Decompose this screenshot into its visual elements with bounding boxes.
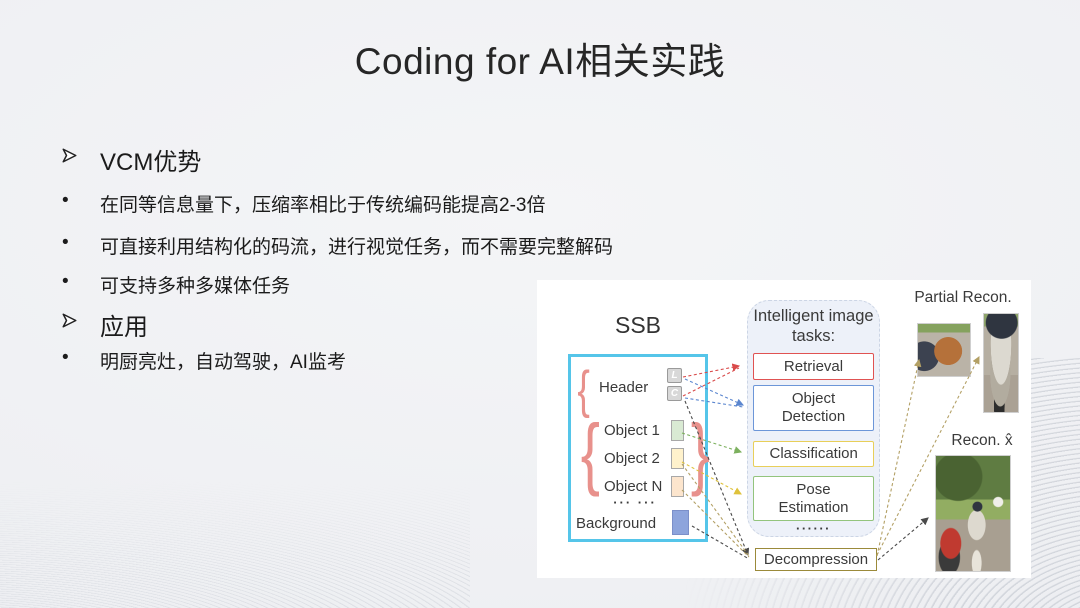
header-chunk-l: L	[667, 368, 682, 383]
task-classification: Classification	[753, 441, 874, 467]
decorative-wave-pattern-left	[0, 468, 470, 608]
bullet-applications: 应用	[62, 307, 148, 342]
bullet-vcm-advantages: VCM优势	[62, 142, 201, 177]
arrow-bullet-icon	[62, 307, 100, 335]
bullet-text: 明厨亮灶，自动驾驶，AI监考	[100, 352, 346, 373]
task-retrieval: Retrieval	[753, 353, 874, 380]
bullet-structured-bitstream: • 可直接利用结构化的码流，进行视觉任务，而不需要完整解码	[62, 232, 613, 259]
arrow-bullet-icon	[62, 142, 100, 170]
ssb-bitstream-box: { Header L C { } Object 1 Object 2 Objec…	[568, 354, 710, 542]
tasks-panel-title: Intelligent image tasks:	[753, 307, 874, 345]
bullet-text: 可直接利用结构化的码流，进行视觉任务，而不需要完整解码	[100, 237, 614, 258]
bullet-text: 应用	[100, 314, 148, 341]
recon-label: Recon. x̂	[951, 432, 1013, 449]
bullet-application-examples: • 明厨亮灶，自动驾驶，AI监考	[62, 347, 346, 374]
object-n-chunk	[671, 476, 684, 497]
task-object-detection: Object Detection	[753, 385, 874, 431]
bullet-multimedia-tasks: • 可支持多种多媒体任务	[62, 271, 290, 298]
slide-title: Coding for AI相关实践	[354, 41, 726, 82]
header-brace: {	[577, 361, 590, 419]
object-1-chunk	[671, 420, 684, 441]
object-2-label: Object 2	[604, 450, 660, 467]
ssb-label: SSB	[614, 312, 662, 338]
tasks-ellipsis: ······	[796, 521, 831, 536]
header-chunk-c: C	[667, 386, 682, 401]
object-n-label: Object N	[604, 478, 663, 495]
object-2-chunk	[671, 448, 684, 469]
header-label: Header	[599, 379, 649, 396]
recon-image-full-scene	[935, 455, 1011, 572]
task-pose-estimation: Pose Estimation	[753, 476, 874, 521]
bullet-text: 在同等信息量下，压缩率相比于传统编码能提高2-3倍	[100, 195, 546, 216]
partial-recon-image-glove	[917, 323, 971, 377]
dot-bullet: •	[62, 232, 69, 253]
bullet-compression-rate: • 在同等信息量下，压缩率相比于传统编码能提高2-3倍	[62, 190, 545, 217]
vcm-diagram-panel: SSB { Header L C { } Object 1 Object 2 O…	[537, 280, 1031, 578]
task-decompression: Decompression	[755, 548, 877, 571]
objects-brace-close: }	[690, 408, 710, 497]
dot-bullet: •	[62, 190, 69, 211]
objects-ellipsis: ··· ···	[613, 495, 657, 510]
background-chunk	[672, 510, 689, 535]
dot-bullet: •	[62, 271, 69, 292]
intelligent-tasks-panel: Intelligent image tasks: Retrieval Objec…	[747, 300, 880, 537]
partial-recon-label: Partial Recon.	[914, 289, 1012, 306]
objects-brace-open: {	[580, 408, 600, 497]
bullet-text: VCM优势	[100, 149, 202, 176]
object-1-label: Object 1	[604, 422, 660, 439]
partial-recon-image-batter	[983, 313, 1019, 413]
bullet-text: 可支持多种多媒体任务	[100, 276, 291, 297]
dot-bullet: •	[62, 347, 69, 368]
background-label: Background	[576, 515, 657, 532]
